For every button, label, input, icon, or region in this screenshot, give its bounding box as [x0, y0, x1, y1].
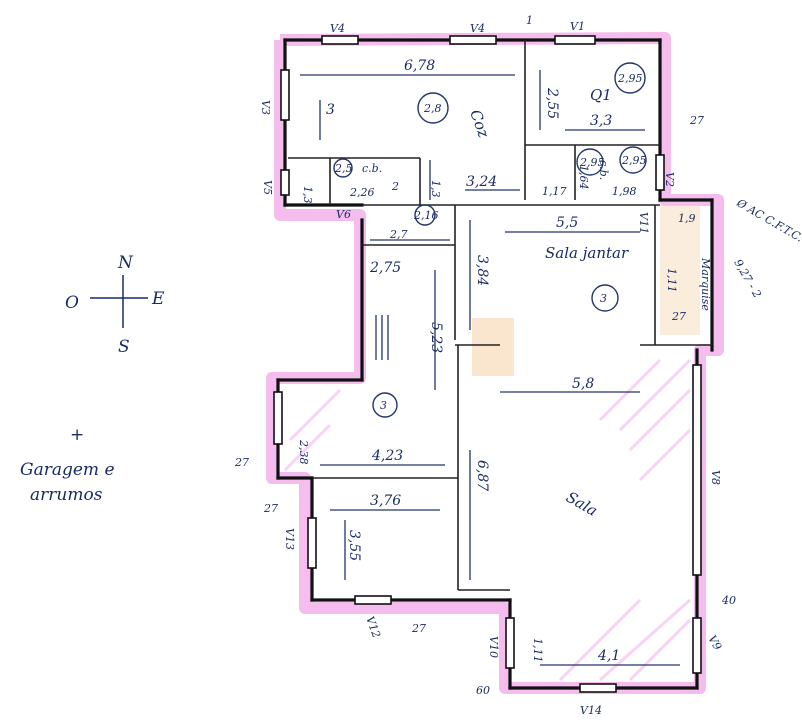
label-q1: Q1: [590, 86, 612, 104]
note-27-left2: 27: [263, 502, 278, 515]
lavandaria-width: 2,26: [349, 186, 375, 199]
q2-depth: 2,38: [297, 439, 310, 465]
sala-depth: 6,87: [474, 460, 490, 491]
q1-depth: 2,55: [544, 87, 560, 119]
marquise-depth: 1,11: [665, 268, 678, 293]
kitchen-side-dim: 1,3: [429, 180, 442, 198]
corridor-length: 5,23: [428, 322, 444, 353]
label-v3a: V3: [259, 100, 272, 115]
sala-jantar-width: 5,5: [556, 215, 578, 231]
label-v4a: V4: [330, 22, 345, 35]
kitchen-dim: 3,24: [466, 174, 497, 190]
note-27-mid: 27: [671, 310, 686, 323]
compass-south: S: [118, 337, 130, 357]
label-v8: V8: [709, 470, 722, 485]
windows: [273, 35, 702, 693]
sala-jantar-depth: 3,84: [474, 255, 490, 286]
height-circle-q1: [614, 62, 646, 94]
corridor-height: 3: [380, 399, 387, 412]
note-27-top: 27: [689, 114, 704, 127]
note-one: 1: [526, 14, 533, 27]
coz-width: 6,78: [404, 58, 435, 74]
corridor-width: 2,7: [389, 228, 408, 241]
note-marquise-dim: 9,27 - 2: [731, 257, 763, 300]
dimension-lines: [300, 70, 680, 666]
q3-width: 3,76: [370, 493, 401, 509]
wc-small-width: 1,17: [542, 185, 567, 198]
label-v9: V9: [705, 633, 724, 652]
label-v2: V2: [663, 172, 676, 187]
coz-height: 2,8: [423, 102, 442, 115]
lavandaria-depth: 2: [391, 180, 399, 193]
label-sala: Sala: [563, 488, 601, 520]
compass-north: N: [117, 253, 134, 273]
varanda-depth: 1,11: [531, 638, 544, 663]
height-circle-coz: [417, 92, 449, 124]
label-v5: V5: [261, 180, 274, 195]
side-note-plus: +: [70, 425, 84, 445]
lavandaria-extra: 2,16: [413, 209, 439, 222]
label-sala-jantar: Sala jantar: [545, 244, 629, 262]
side-note-arrumos: arrumos: [30, 485, 103, 505]
label-v12: V12: [363, 615, 383, 640]
side-note-garagem: Garagem e: [20, 460, 115, 480]
note-40: 40: [721, 594, 736, 607]
wc-right-height: 2,95: [621, 154, 647, 167]
height-circle-wc-small: [576, 148, 604, 176]
label-v10: V10: [487, 636, 500, 658]
compass-east: E: [151, 289, 165, 309]
q1-width: 3,3: [590, 113, 612, 129]
pink-hatching: [283, 205, 700, 682]
height-circle-corridor: [372, 392, 398, 418]
note-27-bottom: 27: [411, 622, 426, 635]
marquise-width: 1,9: [678, 212, 696, 225]
q2-width: 4,23: [371, 448, 403, 464]
varanda-width: 4,1: [597, 648, 620, 664]
wc-right-width: 1,98: [612, 185, 637, 198]
note-60: 60: [476, 684, 490, 697]
compass-rose: N E S O: [65, 253, 165, 357]
despensa-width: 1,3: [301, 186, 314, 204]
label-marquise: Marquise: [699, 257, 712, 311]
label-v6: V6: [336, 208, 351, 221]
note-27-left: 27: [234, 456, 249, 469]
label-v11: V11: [637, 212, 650, 234]
sala-width: 5,8: [572, 376, 594, 392]
height-circle-wc-right: [619, 146, 647, 174]
compass-west: O: [65, 293, 79, 313]
label-v14: V14: [580, 704, 602, 717]
height-circle-sala-jantar: [591, 284, 619, 312]
height-circle-lavandaria: [414, 204, 436, 226]
label-v4b: V4: [470, 22, 485, 35]
despensa-height: 2,5: [334, 162, 353, 175]
note-ac: Ø AC C.F.T.C.: [734, 196, 802, 245]
lavandaria-label: c.b.: [362, 162, 382, 175]
q3-depth: 3,55: [346, 530, 362, 561]
q1-height: 2,95: [617, 72, 643, 85]
label-coz: Coz: [466, 107, 493, 140]
label-v1: V1: [570, 20, 585, 33]
coz-depth: 3: [326, 102, 335, 118]
corridor-depth: 2,75: [369, 260, 401, 276]
sala-jantar-height: 3: [600, 292, 607, 305]
wc-small-depth: 1,64: [577, 165, 590, 190]
wc-small-height: 2,95: [579, 156, 605, 169]
label-wc-right: c.b.: [597, 160, 610, 180]
label-v13: V13: [283, 528, 296, 550]
height-circle-despensa: [333, 158, 353, 178]
